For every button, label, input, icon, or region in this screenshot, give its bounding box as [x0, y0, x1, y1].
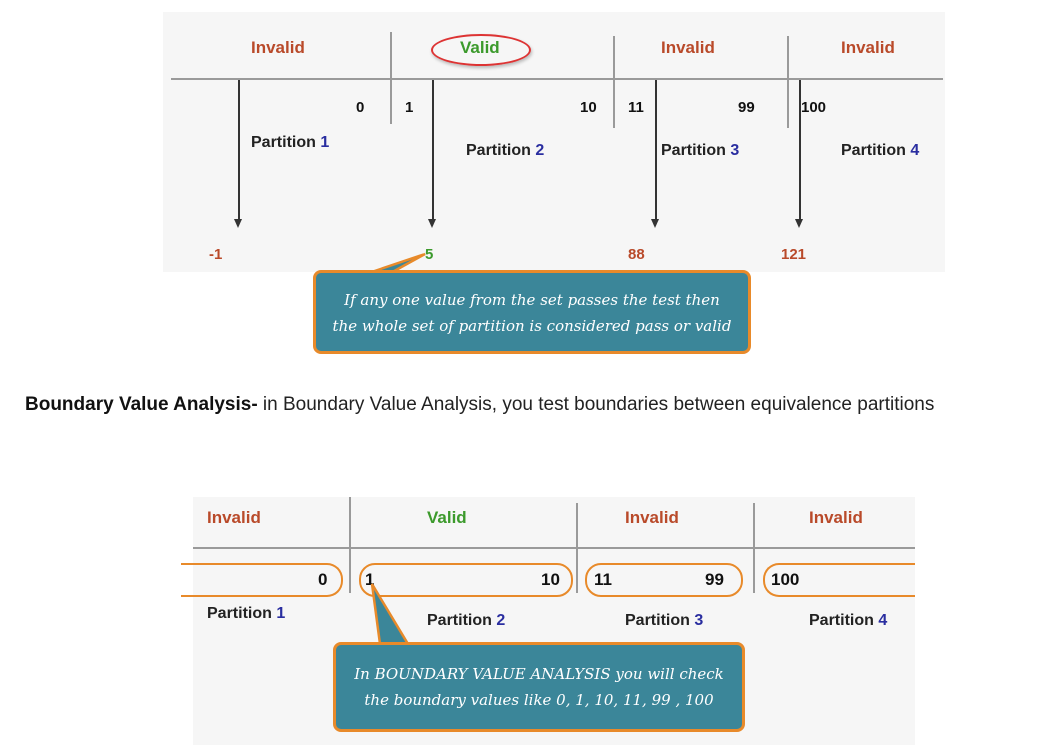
number-1: 1	[365, 570, 375, 589]
callout-1-line-2: the whole set of partition is considered…	[332, 317, 732, 335]
header-invalid-2: Invalid	[661, 38, 715, 57]
divider-0-1	[349, 497, 351, 593]
caption-text: in Boundary Value Analysis, you test bou…	[257, 394, 935, 415]
callout-equivalence: If any one value from the set passes the…	[313, 270, 751, 354]
number-99: 99	[705, 570, 724, 589]
partition-2-label: Partition 2	[466, 142, 545, 159]
bva-caption: Boundary Value Analysis- in Boundary Val…	[25, 394, 934, 416]
callout-1-line-1: If any one value from the set passes the…	[344, 291, 720, 309]
number-11: 11	[594, 570, 612, 589]
partition-4-label: Partition 4	[841, 142, 920, 159]
divider-10-11	[613, 36, 615, 128]
equivalence-partition-diagram: Invalid Valid Invalid Invalid 0 1 10 11 …	[163, 12, 945, 272]
arrow-partition-2	[429, 80, 435, 228]
boundary-pill-partition-1	[181, 563, 343, 597]
boundary-pill-partition-4	[763, 563, 915, 597]
sample-121: 121	[781, 246, 807, 263]
partition-1-label: Partition 1	[207, 605, 286, 622]
number-100: 100	[801, 99, 827, 116]
divider-0-1	[390, 32, 392, 124]
sample-88: 88	[628, 246, 645, 263]
valid-highlight-oval	[431, 34, 531, 66]
divider-10-11	[576, 503, 578, 593]
arrow-partition-4	[796, 80, 802, 228]
header-valid: Valid	[460, 38, 500, 57]
header-valid: Valid	[427, 508, 467, 527]
header-invalid-1: Invalid	[251, 38, 305, 57]
divider-99-100	[753, 503, 755, 593]
sample-minus-1: -1	[209, 246, 223, 263]
callout-2-pointer	[370, 583, 411, 646]
number-1: 1	[405, 99, 414, 116]
partition-3-label: Partition 3	[661, 142, 740, 159]
partition-1-label: Partition 1	[251, 134, 330, 151]
header-invalid-3: Invalid	[841, 38, 895, 57]
axis-line	[171, 78, 943, 80]
arrow-partition-3	[652, 80, 658, 228]
header-invalid-1: Invalid	[207, 508, 261, 527]
number-10: 10	[541, 570, 560, 589]
partition-2-label: Partition 2	[427, 612, 506, 629]
partition-3-label: Partition 3	[625, 612, 704, 629]
callout-2-line-1: In BOUNDARY VALUE ANALYSIS you will chec…	[354, 665, 724, 683]
boundary-pill-partition-2	[359, 563, 573, 597]
header-invalid-3: Invalid	[809, 508, 863, 527]
boundary-pill-partition-3	[585, 563, 743, 597]
number-10: 10	[580, 99, 597, 116]
arrow-partition-1	[235, 80, 241, 228]
number-11: 11	[628, 99, 644, 116]
axis-line	[193, 547, 915, 549]
divider-99-100	[787, 36, 789, 128]
sample-5: 5	[425, 246, 434, 263]
partition-4-label: Partition 4	[809, 612, 888, 629]
number-0: 0	[356, 99, 365, 116]
header-invalid-2: Invalid	[625, 508, 679, 527]
caption-term: Boundary Value Analysis-	[25, 394, 258, 415]
callout-2-line-2: the boundary values like 0, 1, 10, 11, 9…	[364, 691, 714, 709]
number-0: 0	[318, 570, 328, 589]
callout-boundary: In BOUNDARY VALUE ANALYSIS you will chec…	[333, 642, 745, 732]
number-100: 100	[771, 570, 800, 589]
number-99: 99	[738, 99, 755, 116]
